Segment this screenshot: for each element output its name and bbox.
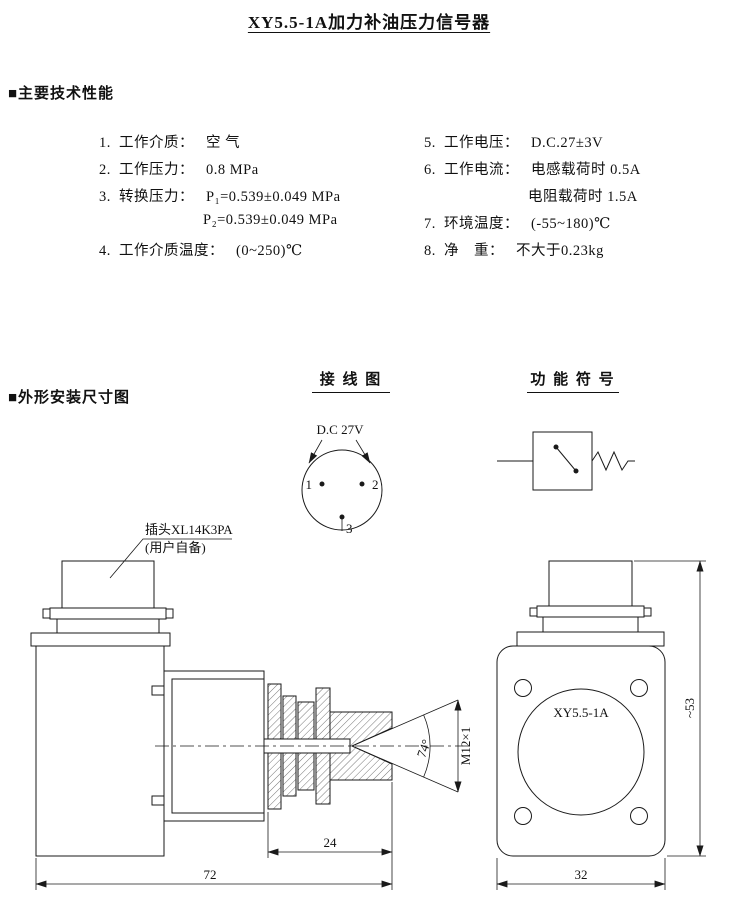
model-label: XY5.5-1A <box>553 705 609 720</box>
spec-number: 1. <box>99 135 111 151</box>
bolt-hole <box>514 679 532 697</box>
spec-number: 8. <box>424 243 436 259</box>
pin3-label: 3 <box>346 521 353 536</box>
spec-label: 工作电流： <box>444 162 519 178</box>
spec-label: 工作压力： <box>119 162 194 178</box>
pin2-label: 2 <box>372 477 379 492</box>
diaphragm-circle <box>517 688 645 816</box>
page-title: XY5.5-1A加力补油压力信号器 <box>247 13 491 32</box>
side-view-drawing: 插头XL14K3PA (用户自备) <box>30 522 473 890</box>
spec-item-6: 6. 工作电流： 电感载荷时 0.5A <box>424 158 641 179</box>
spec-label: 环境温度： <box>444 216 519 232</box>
width-dim-label: 32 <box>575 867 588 882</box>
spec-item-7: 7. 环境温度： (-55~180)℃ <box>424 212 611 233</box>
spec-item-6-cont: 电阻载荷时 1.5A <box>528 185 638 206</box>
spec-value: P₁=0.539±0.049 MPa <box>206 189 341 205</box>
spec-value: 0.8 MPa <box>206 162 259 178</box>
spec-number: 5. <box>424 135 436 151</box>
plug-body <box>61 560 155 609</box>
spec-item-8: 8. 净 重： 不大于0.23kg <box>424 239 604 260</box>
spring-symbol <box>591 450 635 472</box>
pin-3 <box>339 514 345 520</box>
spec-label: 工作介质： <box>119 135 194 151</box>
wiring-diagram: D.C 27V 1 2 3 <box>301 422 383 536</box>
pin-1 <box>319 481 325 487</box>
dims-section-header: ■外形安装尺寸图 <box>8 390 131 406</box>
length-dim-label: 72 <box>204 867 217 882</box>
spec-value: 不大于0.23kg <box>516 243 604 259</box>
pin1-label: 1 <box>306 477 313 492</box>
spec-label: 工作电压： <box>444 135 519 151</box>
spec-number: 4. <box>99 243 111 259</box>
spec-number: 3. <box>99 189 111 205</box>
spec-label: 工作介质温度： <box>119 243 224 259</box>
function-symbol <box>497 431 635 491</box>
spec-number: 7. <box>424 216 436 232</box>
specs-section-header: ■主要技术性能 <box>8 86 115 102</box>
height-dim-label: ~53 <box>682 698 697 718</box>
plug-note-line2: (用户自备) <box>145 540 206 555</box>
cone-angle-label: 74° <box>414 737 434 759</box>
main-body <box>35 645 165 857</box>
pin-2 <box>359 481 365 487</box>
spec-value: D.C.27±3V <box>531 135 604 151</box>
spec-number: 6. <box>424 162 436 178</box>
spec-label: 转换压力： <box>119 189 194 205</box>
spec-item-1: 1. 工作介质： 空 气 <box>99 131 240 152</box>
wiring-diagram-title: 接 线 图 <box>312 368 390 393</box>
plug-note-line1: 插头XL14K3PA <box>145 522 233 537</box>
spec-item-4: 4. 工作介质温度： (0~250)℃ <box>99 239 303 260</box>
spec-item-3-cont: P₂=0.539±0.049 MPa <box>203 212 338 229</box>
spec-item-3: 3. 转换压力： P₁=0.539±0.049 MPa <box>99 185 341 206</box>
dc-voltage-label: D.C 27V <box>317 422 365 437</box>
spec-number: 2. <box>99 162 111 178</box>
spec-value: 空 气 <box>206 135 241 151</box>
function-symbol-title: 功 能 符 号 <box>527 368 619 393</box>
switch-box <box>532 431 593 491</box>
front-body <box>496 645 666 857</box>
spec-label: 净 重： <box>444 243 504 259</box>
nozzle-dim-label: 24 <box>324 835 338 850</box>
bolt-hole <box>630 679 648 697</box>
spec-value: (-55~180)℃ <box>531 216 611 232</box>
spec-value: P₂=0.539±0.049 MPa <box>203 212 338 228</box>
bolt-hole <box>514 807 532 825</box>
spec-item-5: 5. 工作电压： D.C.27±3V <box>424 131 603 152</box>
spec-item-2: 2. 工作压力： 0.8 MPa <box>99 158 259 179</box>
spec-value: 电阻载荷时 1.5A <box>528 189 638 205</box>
spec-value: 电感载荷时 0.5A <box>531 162 641 178</box>
front-view-drawing: XY5.5-1A ~53 32 <box>496 560 706 890</box>
spec-value: (0~250)℃ <box>236 243 303 259</box>
bolt-hole <box>630 807 648 825</box>
